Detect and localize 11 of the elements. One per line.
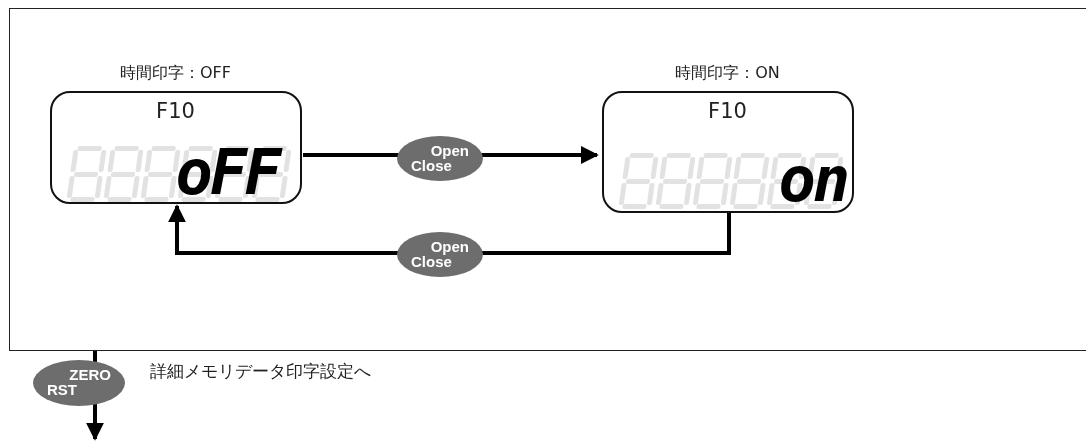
function-code: F10 [707,98,748,123]
function-code: F10 [155,98,196,123]
key-button-label: Open Close [397,232,483,277]
display-title: 時間印字：ON [674,62,781,84]
panel-frame [9,8,1086,351]
segment-readout: oFF [175,141,279,204]
display-title: 時間印字：OFF [119,62,232,84]
segment-readout: on [778,148,848,211]
key-button-label: Open Close [397,136,483,181]
note-text: 詳細メモリデータ印字設定へ [150,360,371,383]
key-button-label: ZERO RST [33,360,125,406]
